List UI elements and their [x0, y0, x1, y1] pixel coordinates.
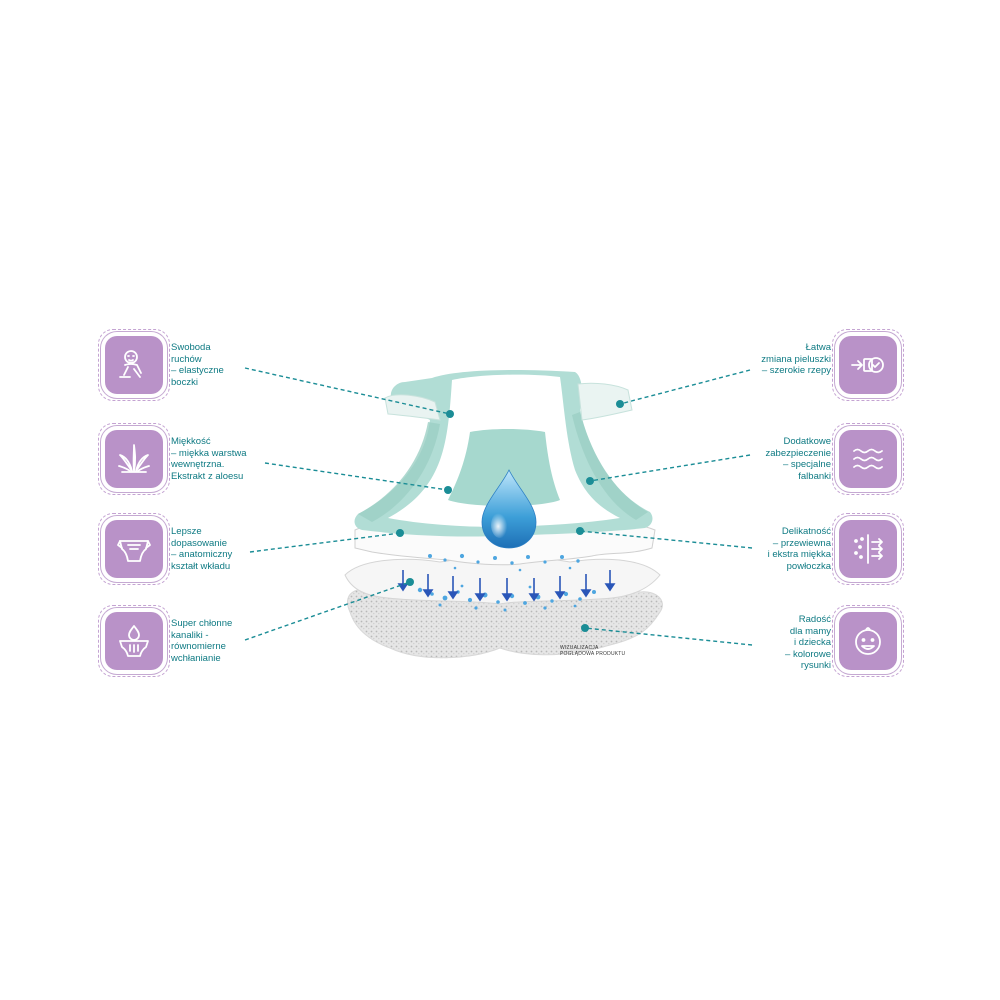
- absorption-arrows: [397, 570, 616, 602]
- waves-icon: [832, 423, 904, 495]
- aloe-leaf-icon: [98, 423, 170, 495]
- water-drop-icon: [481, 469, 537, 549]
- diaper-icon: [98, 513, 170, 585]
- baby-crawling-icon: [98, 329, 170, 401]
- product-visualization-caption: WIZUALIZACJA POGLĄDOWA PRODUKTU: [560, 645, 626, 657]
- leader-dots: [396, 400, 624, 632]
- breathable-layer-icon: [832, 513, 904, 585]
- leader-lines: [244, 367, 753, 646]
- outer-sheet-layer: [344, 556, 661, 605]
- tab-fastener-icon: [832, 329, 904, 401]
- liquid-droplets: [428, 553, 580, 572]
- diaper-shell: [354, 370, 653, 537]
- baby-face-icon: [832, 605, 904, 677]
- absorbent-channel-icon: [98, 605, 170, 677]
